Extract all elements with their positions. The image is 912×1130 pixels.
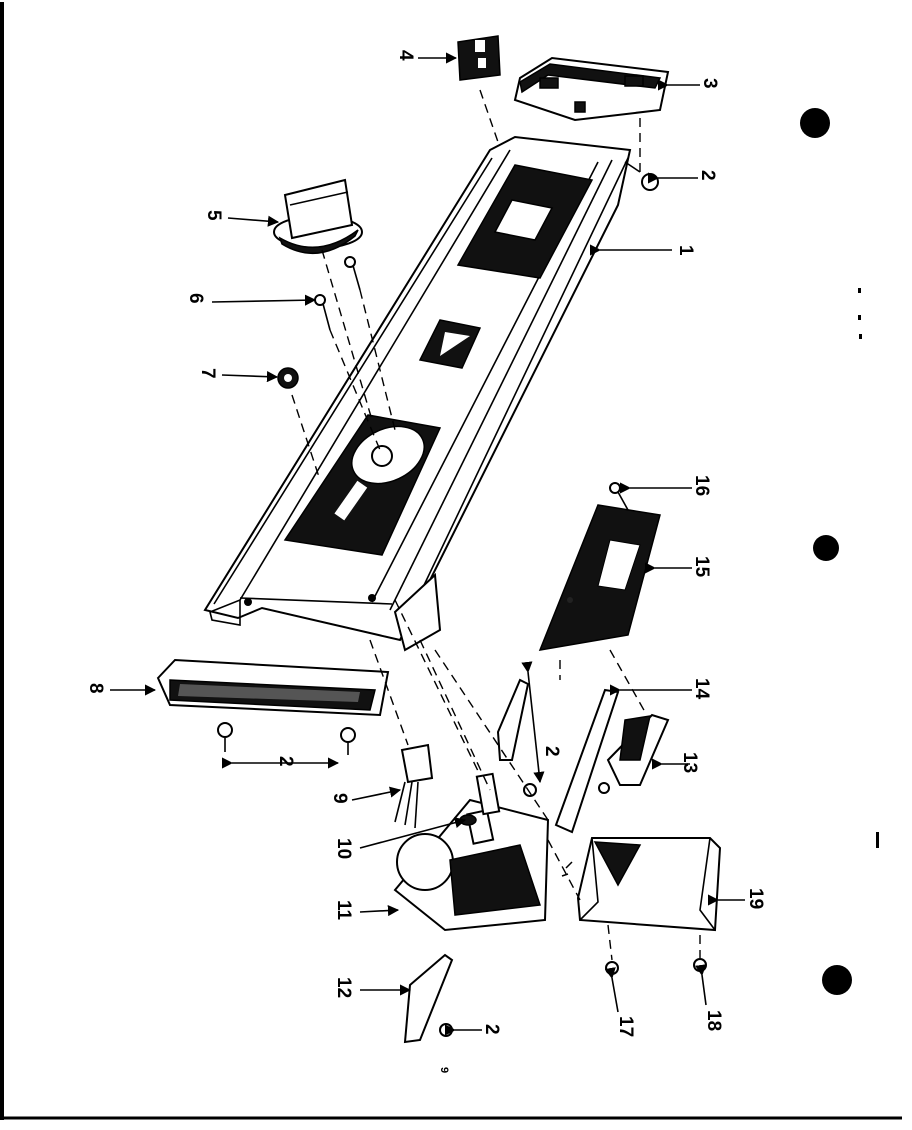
screw-part-2-top [624,161,659,191]
callout-label: 9 [329,793,350,804]
leader-lines [110,52,745,1036]
switch-part-13 [598,713,670,794]
callout-label: 8 [85,683,106,694]
knob-part-5 [273,178,363,255]
control-panel-part-1 [203,135,632,652]
binder-hole-top [800,108,830,138]
callout-label: 17 [615,1016,636,1037]
callout-label: 14 [691,678,712,700]
callout-label: 10 [333,838,354,859]
callout-label: 5 [203,210,224,221]
screw-part-18 [693,958,707,972]
connector-part-4 [457,35,501,81]
binder-hole-middle [813,535,839,561]
cover-part-8 [156,658,390,755]
cover-box-part-19 [576,837,722,932]
callout-label: 11 [333,900,354,921]
screw-part-6 [314,256,361,331]
callout-label: 19 [745,888,766,909]
callout-label: 7 [197,368,218,379]
timer-motor-part-11 [393,798,550,932]
callout-label: 12 [333,977,354,998]
callout-label: 15 [691,556,712,578]
screw-part-2-mid [496,678,537,797]
callout-label: 6 [185,293,206,304]
knob-part-7 [277,367,299,389]
shaft-part-10 [475,772,501,816]
callout-label: 16 [691,475,712,496]
end-cap-part-3 [513,56,670,122]
binder-hole-bottom [822,965,852,995]
scan-marks [561,288,879,877]
assembly-lines [291,89,701,961]
page-number: 9 [438,1067,450,1073]
callout-label: 4 [395,50,416,61]
bracket-part-12 [403,953,454,1044]
callout-label: 13 [679,752,700,773]
page-border [0,2,902,1120]
callout-label: 2 [697,170,718,181]
circuit-board-part-15 [538,504,661,651]
callout-label: 2 [481,1024,502,1035]
callout-label: 2 [541,746,562,757]
screw-part-17 [605,961,619,975]
callout-label: 18 [703,1010,724,1031]
screw-part-16 [609,482,629,511]
callout-label: 3 [699,78,720,89]
harness-part-9 [394,743,434,829]
callout-label: 1 [675,245,696,256]
callout-label: 2 [275,756,296,767]
callout-labels: 1 2 2 2 2 3 4 5 6 7 8 9 10 11 12 13 14 1… [85,50,766,1037]
